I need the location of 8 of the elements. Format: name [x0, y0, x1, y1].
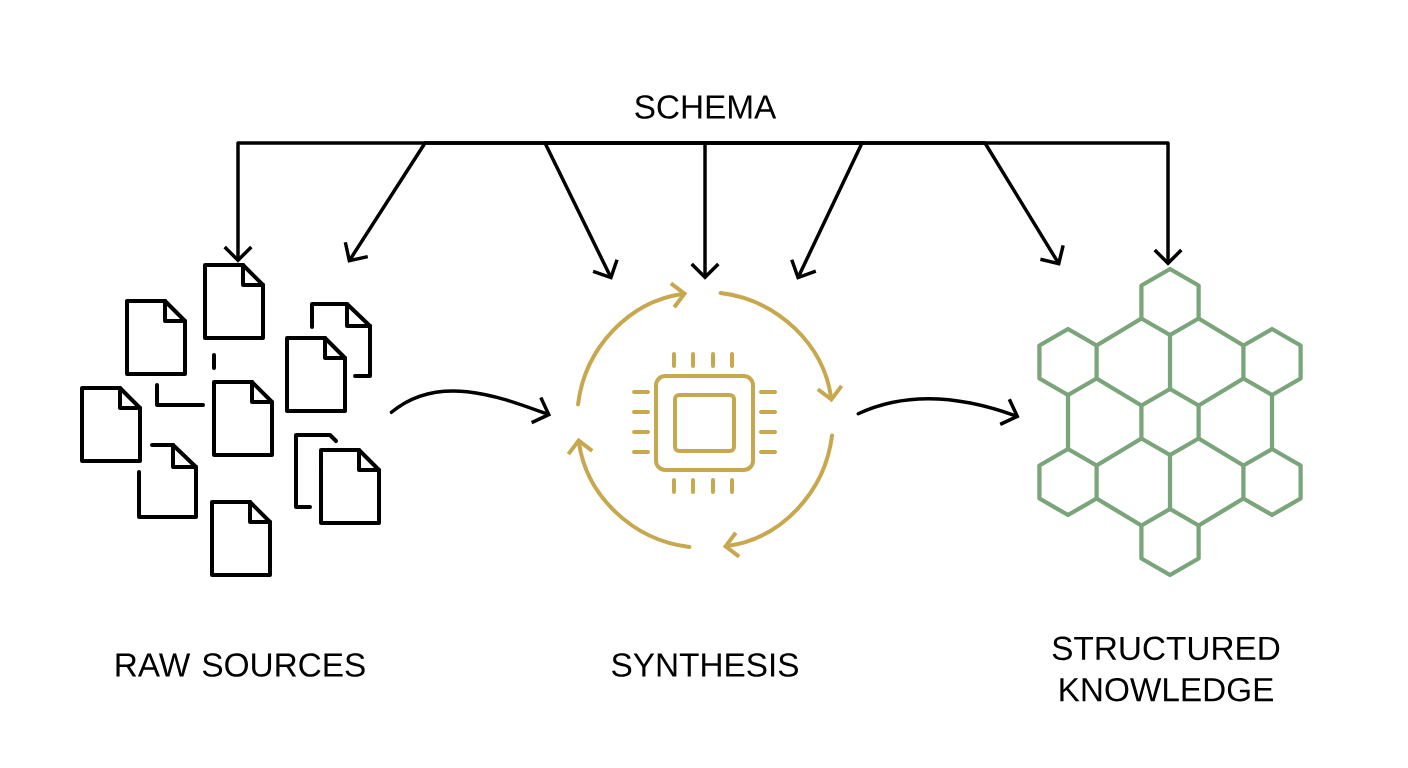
arrow [543, 141, 707, 280]
stage-label: STRUCTURED KNOWLEDGE [1052, 636, 1280, 702]
arrow [856, 397, 1020, 426]
arrow [703, 141, 1183, 266]
stage-label: SYNTHESIS [612, 653, 798, 677]
stage-label: RAW SOURCES [116, 653, 365, 677]
arrow [389, 389, 552, 425]
schema-label: SCHEMA [635, 95, 777, 119]
